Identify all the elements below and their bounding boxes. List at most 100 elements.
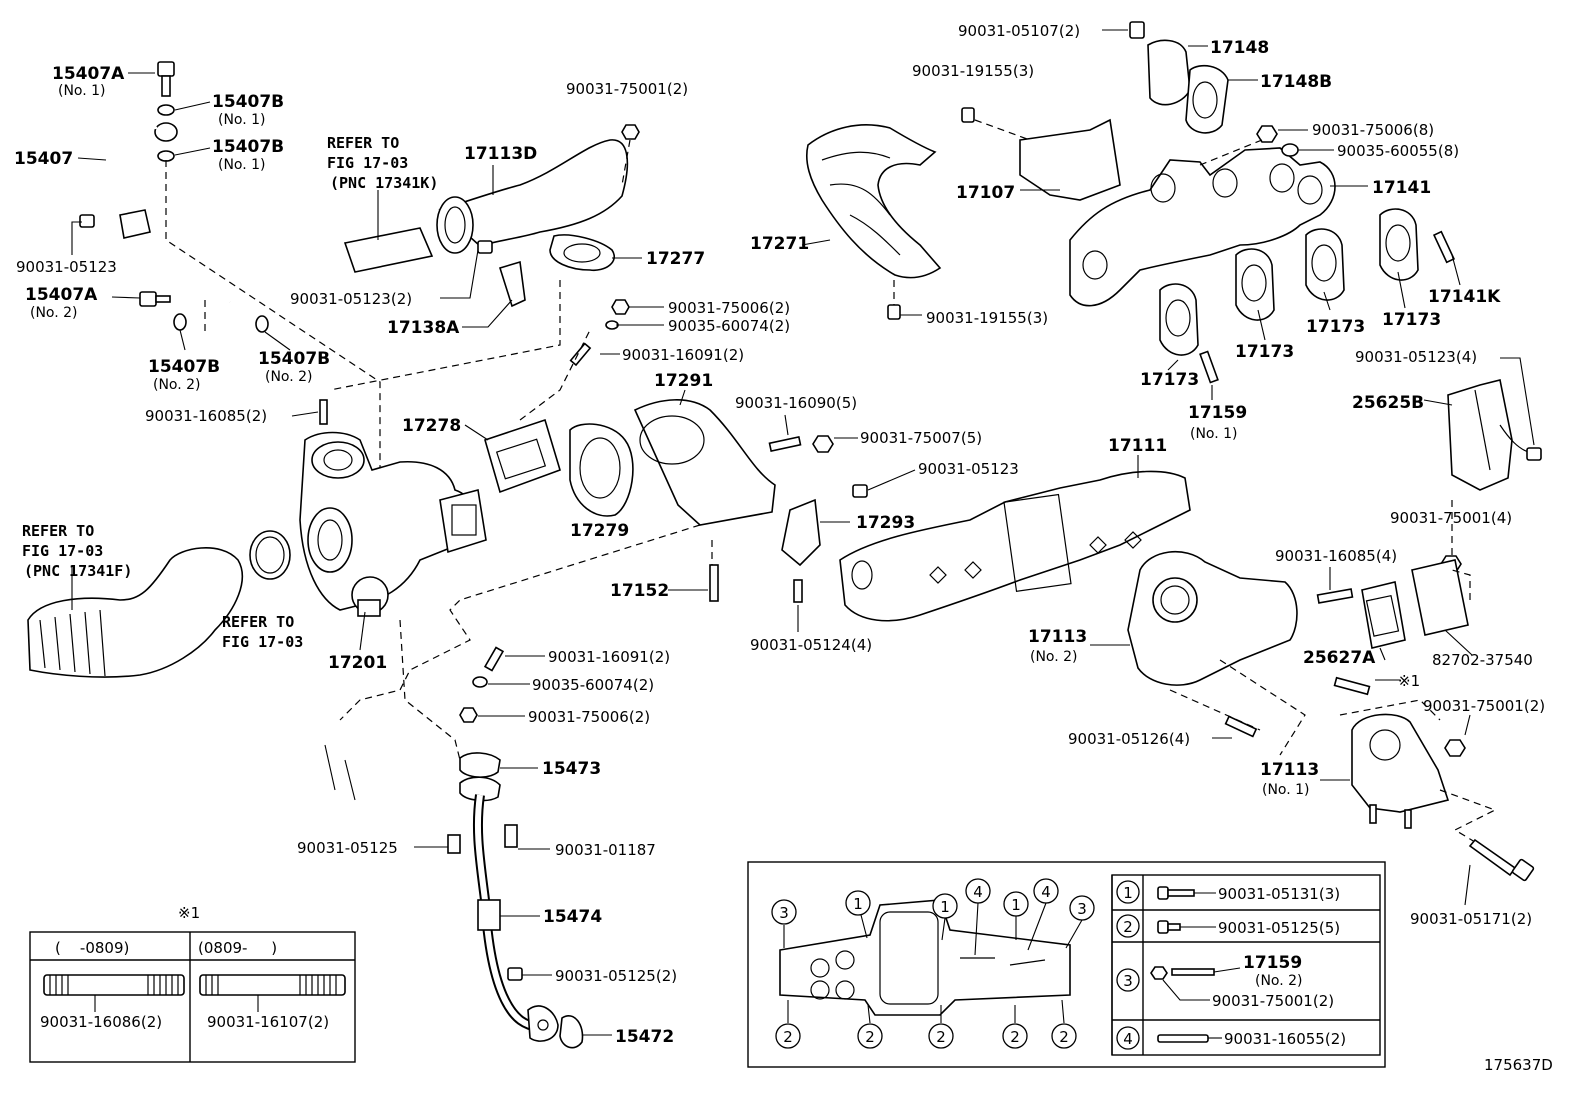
refer-text: REFER TO [222, 613, 294, 631]
callout-2e [1051, 1023, 1077, 1049]
label-17113-1-note: (No. 1) [1262, 782, 1310, 798]
diagram-id: 175637D [1484, 1056, 1553, 1074]
label-90031-16091-2-mid: 90031-16091(2) [548, 648, 670, 666]
label-90031-05123-2: 90031-05123(2) [290, 290, 412, 308]
label-25627A: 25627A [1303, 648, 1376, 668]
label-90035-60074-2-mid: 90035-60074(2) [532, 676, 654, 694]
refer-text: REFER TO [327, 134, 399, 152]
label-25625B: 25625B [1352, 393, 1424, 413]
label-15407B: 15407B [212, 137, 284, 157]
callout-text: 2 [783, 1028, 793, 1046]
label-15474: 15474 [543, 907, 602, 927]
legend-num-circle [1116, 880, 1140, 904]
label-15473: 15473 [542, 759, 601, 779]
variant-mark: ※1 [178, 904, 200, 922]
label-17291: 17291 [654, 371, 713, 391]
callout-text: 3 [1077, 900, 1087, 918]
variant-table [29, 931, 356, 1063]
label-15407B-d: 15407B [258, 349, 330, 369]
callout-4a [965, 878, 991, 904]
refer-text: (PNC 17341K) [330, 174, 438, 192]
callout-3a [771, 899, 797, 925]
variant-part-2: 90031-16107(2) [207, 1013, 329, 1031]
callout-text: 2 [1010, 1028, 1020, 1046]
variant-header-2: (0809- ) [198, 939, 277, 957]
callout-text: 2 [936, 1028, 946, 1046]
refer-text: FIG 17-03 [222, 633, 303, 651]
turbocharger-group [27, 124, 776, 801]
legend-part-2: 90031-05125(5) [1218, 919, 1340, 937]
callout-1a [845, 890, 871, 916]
label-15472: 15472 [615, 1027, 674, 1047]
label-15407B-d-note: (No. 2) [265, 369, 313, 385]
label-17113-2-note: (No. 2) [1030, 649, 1078, 665]
callout-1c [1003, 891, 1029, 917]
legend-table [747, 861, 1386, 1068]
label-17159-note: (No. 1) [1190, 426, 1238, 442]
callout-text: 3 [779, 904, 789, 922]
legend-num-circle [1116, 914, 1140, 938]
legend-num-circle [1116, 968, 1140, 992]
legend-part-1: 90031-05131(3) [1218, 885, 1340, 903]
label-15407B-note: (No. 1) [218, 112, 266, 128]
label-17293: 17293 [856, 513, 915, 533]
label-90031-75006-2-mid: 90031-75006(2) [528, 708, 650, 726]
callout-1b [932, 893, 958, 919]
label-17173: 17173 [1382, 310, 1441, 330]
label-15407B-c: 15407B [148, 357, 220, 377]
legend-num: 3 [1123, 972, 1133, 990]
callout-2b [857, 1023, 883, 1049]
variant-part-1: 90031-16086(2) [40, 1013, 162, 1031]
callout-text: 1 [1011, 896, 1021, 914]
label-90031-05107-2: 90031-05107(2) [958, 22, 1080, 40]
egr-group [1090, 357, 1542, 906]
label-17141: 17141 [1372, 178, 1431, 198]
label-17148B: 17148B [1260, 72, 1332, 92]
label-17271: 17271 [750, 234, 809, 254]
label-17113-2: 17113 [1028, 627, 1087, 647]
label-17113-1: 17113 [1260, 760, 1319, 780]
callout-text: 4 [973, 883, 983, 901]
callout-text: 2 [865, 1028, 875, 1046]
label-90031-19155-3-bot: 90031-19155(3) [926, 309, 1048, 327]
label-90031-19155-3: 90031-19155(3) [912, 62, 1034, 80]
label-90031-05125-2: 90031-05125(2) [555, 967, 677, 985]
label-90031-05123: 90031-05123 [16, 258, 117, 276]
label-17279: 17279 [570, 521, 629, 541]
legend-num-circle [1116, 1026, 1140, 1050]
legend-num: 1 [1123, 884, 1133, 902]
oil-pipe-group [71, 61, 381, 470]
label-90031-16085-2: 90031-16085(2) [145, 407, 267, 425]
label-90031-16090-5: 90031-16090(5) [735, 394, 857, 412]
label-90031-75006-2: 90031-75006(2) [668, 299, 790, 317]
part-labels: 15407A (No. 1) 15407B (No. 1) 15407B (No… [14, 22, 1553, 1074]
refer-text: FIG 17-03 [327, 154, 408, 172]
label-90031-16085-4: 90031-16085(4) [1275, 547, 1397, 565]
label-17201: 17201 [328, 653, 387, 673]
label-15407B: 15407B [212, 92, 284, 112]
label-15407A-2: 15407A [25, 285, 98, 305]
label-90031-05123-b: 90031-05123 [918, 460, 1019, 478]
label-17113D: 17113D [464, 144, 537, 164]
label-90031-75007-5: 90031-75007(5) [860, 429, 982, 447]
label-90031-16091-2: 90031-16091(2) [622, 346, 744, 364]
label-17111: 17111 [1108, 436, 1167, 456]
callout-2d [1002, 1023, 1028, 1049]
label-15407: 15407 [14, 149, 73, 169]
refer-text: (PNC 17341F) [24, 562, 132, 580]
legend-num: 2 [1123, 918, 1133, 936]
label-17173: 17173 [1306, 317, 1365, 337]
variant-header-1: ( -0809) [55, 939, 129, 957]
label-17173: 17173 [1235, 342, 1294, 362]
legend-part-3a: 17159 [1243, 953, 1302, 973]
refer-text: REFER TO [22, 522, 94, 540]
label-15407A: 15407A [52, 64, 125, 84]
label-90031-05124-4: 90031-05124(4) [750, 636, 872, 654]
label-17159: 17159 [1188, 403, 1247, 423]
exhaust-manifold-group [961, 21, 1461, 400]
callout-text: 4 [1041, 883, 1051, 901]
legend-num: 4 [1123, 1030, 1133, 1048]
label-15407B-note: (No. 1) [218, 157, 266, 173]
callout-2a [775, 1023, 801, 1049]
